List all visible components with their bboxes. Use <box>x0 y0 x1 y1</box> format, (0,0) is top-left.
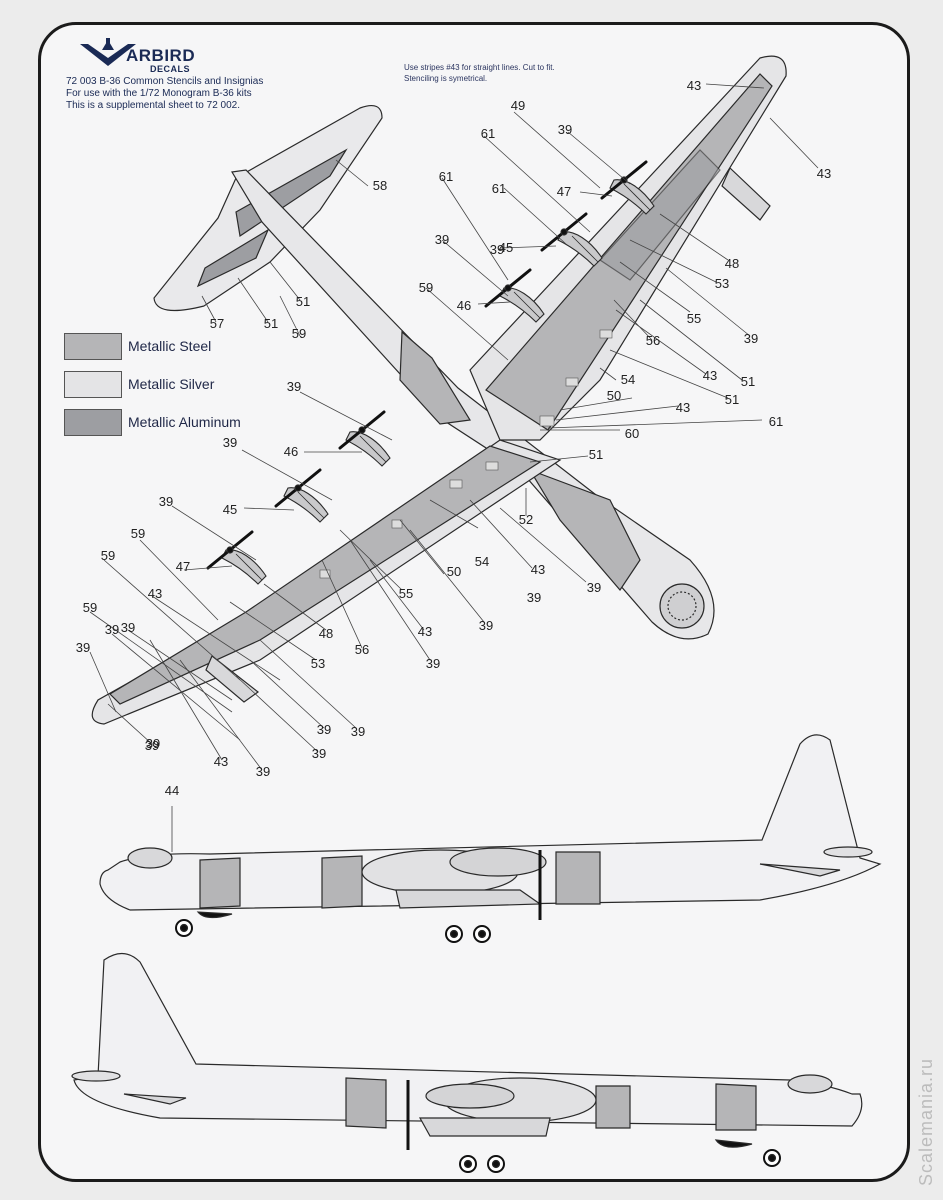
callout-number: 39 <box>256 764 270 779</box>
callout-number: 39 <box>105 622 119 637</box>
header-line-2: For use with the 1/72 Monogram B-36 kits <box>66 88 252 99</box>
callout-number: 51 <box>589 447 603 462</box>
callout-number: 55 <box>399 586 413 601</box>
side-view-right-drawing <box>71 952 863 1173</box>
callout-number: 47 <box>557 184 571 199</box>
callout-number: 39 <box>312 746 326 761</box>
callout-number: 48 <box>319 626 333 641</box>
callout-number: 50 <box>607 388 621 403</box>
color-legend: Metallic Steel Metallic Silver Metallic … <box>64 328 241 442</box>
header: ARBIRD DECALS 72 003 B-36 Common Stencil… <box>66 36 366 112</box>
callout-number: 54 <box>475 554 489 569</box>
callout-number: 61 <box>439 169 453 184</box>
stripe-note: Use stripes #43 for straight lines. Cut … <box>404 62 555 84</box>
callout-number: 50 <box>447 564 461 579</box>
callout-number: 56 <box>355 642 369 657</box>
callout-number: 53 <box>311 656 325 671</box>
callout-number: 56 <box>646 333 660 348</box>
callout-number: 43 <box>703 368 717 383</box>
logo-subtitle: DECALS <box>150 64 191 74</box>
callout-number: 43 <box>687 78 701 93</box>
legend-row-steel: Metallic Steel <box>64 328 241 364</box>
callout-number: 45 <box>223 502 237 517</box>
callout-number: 48 <box>725 256 739 271</box>
callout-number: 59 <box>131 526 145 541</box>
callout-number: 59 <box>419 280 433 295</box>
legend-row-aluminum: Metallic Aluminum <box>64 404 241 440</box>
callout-number: 39 <box>146 736 160 751</box>
legend-label: Metallic Aluminum <box>128 414 241 430</box>
callout-number: 59 <box>292 326 306 341</box>
callout-number: 54 <box>621 372 635 387</box>
note-line-1: Use stripes #43 for straight lines. Cut … <box>404 63 555 72</box>
callout-number: 39 <box>527 590 541 605</box>
callout-number: 46 <box>457 298 471 313</box>
callout-number: 59 <box>83 600 97 615</box>
callout-number: 46 <box>284 444 298 459</box>
callout-number: 60 <box>625 426 639 441</box>
header-line-3: This is a supplemental sheet to 72 002. <box>66 100 240 111</box>
callout-number: 39 <box>587 580 601 595</box>
side-view-left-drawing <box>99 734 882 943</box>
callout-number: 39 <box>145 738 159 753</box>
legend-swatch <box>64 332 122 360</box>
callout-number: 39 <box>317 722 331 737</box>
warbird-logo: ARBIRD DECALS <box>66 36 366 76</box>
callout-number: 39 <box>744 331 758 346</box>
callout-number: 52 <box>519 512 533 527</box>
callout-number: 51 <box>741 374 755 389</box>
side-view-callouts: 44 <box>165 783 179 798</box>
callout-number: 39 <box>351 724 365 739</box>
callout-number: 43 <box>148 586 162 601</box>
callout-number: 55 <box>687 311 701 326</box>
callout-number: 58 <box>373 178 387 193</box>
callout-number: 51 <box>264 316 278 331</box>
callout-number: 39 <box>223 435 237 450</box>
callout-number: 47 <box>176 559 190 574</box>
callout-number: 44 <box>165 783 179 798</box>
callout-number: 39 <box>490 242 504 257</box>
callout-number: 39 <box>159 494 173 509</box>
callout-number: 49 <box>511 98 525 113</box>
callout-number: 53 <box>715 276 729 291</box>
callout-number: 39 <box>426 656 440 671</box>
callout-number: 59 <box>101 548 115 563</box>
top-view-drawing <box>89 55 819 771</box>
legend-label: Metallic Silver <box>128 376 215 392</box>
callout-number: 51 <box>725 392 739 407</box>
callout-number: 39 <box>435 232 449 247</box>
callout-number: 39 <box>121 620 135 635</box>
watermark: Scalemania.ru <box>916 1057 936 1186</box>
header-line-1: 72 003 B-36 Common Stencils and Insignia… <box>66 76 264 87</box>
logo-title: ARBIRD <box>126 46 196 65</box>
callout-number: 43 <box>214 754 228 769</box>
callout-number: 43 <box>531 562 545 577</box>
callout-number: 61 <box>769 414 783 429</box>
callout-number: 39 <box>287 379 301 394</box>
legend-swatch <box>64 370 122 398</box>
callout-number: 61 <box>492 181 506 196</box>
callout-number: 39 <box>558 122 572 137</box>
legend-swatch <box>64 408 122 436</box>
sheet-border <box>38 22 910 1182</box>
legend-label: Metallic Steel <box>128 338 212 354</box>
callout-number: 43 <box>817 166 831 181</box>
callout-number: 43 <box>676 400 690 415</box>
note-line-2: Stenciling is symetrical. <box>404 74 488 83</box>
logo-plane-icon <box>80 38 136 66</box>
callout-number: 45 <box>499 240 513 255</box>
callout-number: 43 <box>418 624 432 639</box>
callout-number: 57 <box>210 316 224 331</box>
callout-number: 39 <box>76 640 90 655</box>
callout-number: 39 <box>479 618 493 633</box>
callout-number: 51 <box>296 294 310 309</box>
callout-number: 61 <box>481 126 495 141</box>
legend-row-silver: Metallic Silver <box>64 366 241 402</box>
